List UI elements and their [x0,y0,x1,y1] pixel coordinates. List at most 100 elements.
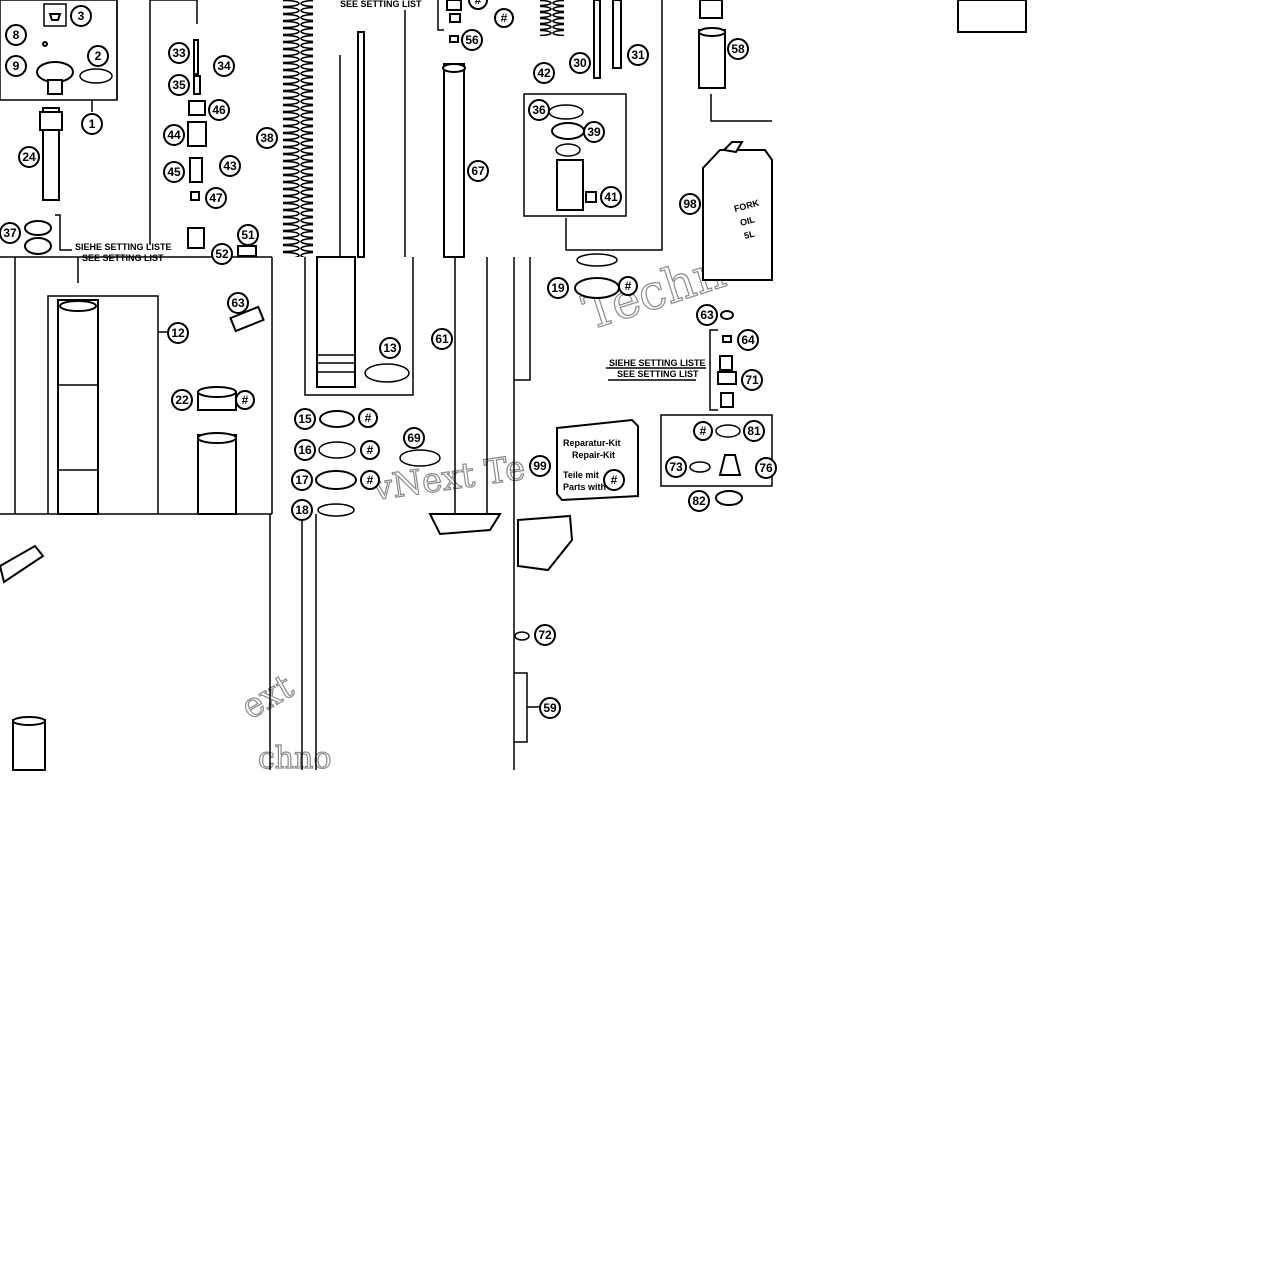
callout-circle [529,455,551,477]
callout-number: 31 [631,48,645,62]
callout-h5: # [360,470,380,490]
callout-number: 58 [731,42,745,56]
callout-circle [5,24,27,46]
setting-list-label: SEE SETTING LIST [617,369,699,379]
callout-c82: 82 [688,490,710,512]
callout-c98: 98 [679,193,701,215]
callout-number: 36 [532,103,546,117]
callout-number: 98 [683,197,697,211]
grease-tube-part [229,305,265,333]
callout-circle [163,124,185,146]
callout-circle [87,45,109,67]
valve-parts [149,0,257,257]
watermark-text: chno [258,741,332,776]
callout-number: # [475,0,482,7]
callout-circle [547,277,569,299]
callout-circle [403,427,425,449]
callout-number: 41 [604,190,618,204]
valve-kit-box [523,93,627,217]
callout-c73: 73 [665,456,687,478]
callout-number: 63 [700,308,714,322]
callout-c45: 45 [163,161,185,183]
callout-c12: 12 [167,322,189,344]
callout-circle [360,440,380,460]
callout-c19: 19 [547,277,569,299]
callout-c22: 22 [171,389,193,411]
callout-number: 22 [175,393,189,407]
callout-circle [741,369,763,391]
callout-c24: 24 [18,146,40,168]
callout-number: 30 [573,56,587,70]
callout-number: 34 [217,59,231,73]
callout-number: 61 [435,332,449,346]
callout-number: 99 [533,459,547,473]
callout-c8: 8 [5,24,27,46]
callout-number: 8 [13,28,20,42]
callout-c38: 38 [256,127,278,149]
callout-h7: # [693,421,713,441]
callout-c16: 16 [294,439,316,461]
callout-c17: 17 [291,469,313,491]
callout-circle [494,8,514,28]
callout-number: 59 [543,701,557,715]
callout-circle [0,222,21,244]
callout-c63: 63 [227,292,249,314]
callout-c52: 52 [211,243,233,265]
callout-circle [533,62,555,84]
callout-circle [219,155,241,177]
lower-parts [0,513,574,771]
callout-c67: 67 [467,160,489,182]
callout-c36: 36 [528,99,550,121]
callout-circle [379,337,401,359]
watermark-text: vNext Te [370,448,528,509]
callout-number: 19 [551,281,565,295]
callout-c2: 2 [87,45,109,67]
callout-circle [294,408,316,430]
callout-number: 24 [22,150,36,164]
callout-circle [693,421,713,441]
callout-circle [688,490,710,512]
upper-tube-part [47,295,168,515]
callout-number: 69 [407,431,421,445]
setting-list-label: SEE SETTING LIST [340,0,422,9]
bushing-part [197,386,237,515]
callout-c46: 46 [208,99,230,121]
callout-circle [627,44,649,66]
callout-c41: 41 [600,186,622,208]
callout-h6: # [618,276,638,296]
callout-c37: 37 [0,222,21,244]
callout-number: 12 [171,326,185,340]
callout-number: 1 [89,117,96,131]
callout-circle [171,389,193,411]
seal-stack-parts [315,410,441,517]
callout-number: 46 [212,103,226,117]
callout-c3: 3 [70,5,92,27]
callout-c47: 47 [205,187,227,209]
top-cap-group [0,0,118,112]
callout-number: 82 [692,494,706,508]
callout-number: 73 [669,460,683,474]
callout-c63b: 63 [696,304,718,326]
callout-h8: # [468,0,488,10]
callout-c15: 15 [294,408,316,430]
callout-number: 39 [587,125,601,139]
cartridge-part [39,107,63,201]
callout-number: 76 [759,461,773,475]
callout-circle [358,408,378,428]
setting-list-label: SEE SETTING LIST [82,253,164,263]
callout-circle [168,42,190,64]
callout-circle [81,113,103,135]
callout-circle [737,329,759,351]
callout-number: 35 [172,78,186,92]
setting-list-label: SIEHE SETTING LISTE [609,358,706,368]
callout-number: 42 [537,66,551,80]
callout-h2: # [235,390,255,410]
callout-number: 63 [231,296,245,310]
callout-circle [5,55,27,77]
callout-number: # [365,411,372,425]
callout-circle [211,243,233,265]
callout-c43: 43 [219,155,241,177]
callout-number: # [625,279,632,293]
